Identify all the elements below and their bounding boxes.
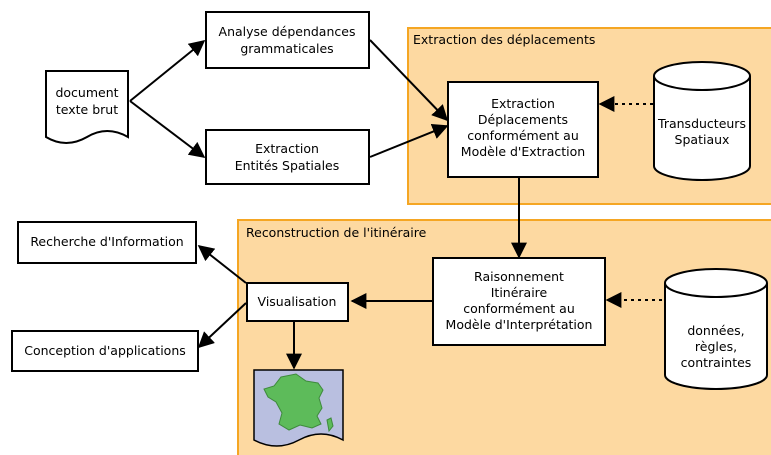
group-reconstruction-label: Reconstruction de l'itinéraire bbox=[246, 225, 427, 240]
arrow-visualisation-to-conception bbox=[197, 302, 247, 349]
node-analyse-line-1: Analyse dépendances bbox=[219, 24, 356, 39]
node-raisonnement: Raisonnement Itinéraire conformément au … bbox=[432, 257, 606, 346]
node-analyse: Analyse dépendances grammaticales bbox=[205, 11, 370, 69]
node-visualisation: Visualisation bbox=[246, 282, 349, 322]
node-raisonnement-line-4: Modèle d'Interprétation bbox=[446, 317, 593, 332]
node-extraction-deplacements: Extraction Déplacements conformément au … bbox=[447, 81, 599, 178]
node-document-line-1: document bbox=[55, 85, 118, 100]
node-donnees-line-1: données, bbox=[687, 323, 744, 338]
node-recherche-box bbox=[17, 221, 197, 264]
node-extraction-deplacements-line-4: Modèle d'Extraction bbox=[461, 144, 585, 159]
node-recherche: Recherche d'Information bbox=[17, 221, 197, 264]
node-document-line-2: texte brut bbox=[56, 102, 118, 117]
node-extraction-deplacements-line-3: conformément au bbox=[467, 128, 579, 143]
connectors bbox=[129, 39, 662, 370]
node-donnees: données, règles, contraintes bbox=[664, 268, 768, 390]
node-transducteurs-line-1: Transducteurs bbox=[657, 116, 746, 131]
node-visualisation-box bbox=[246, 282, 349, 322]
node-donnees-line-2: règles, bbox=[695, 339, 737, 354]
node-extraction-deplacements-line-2: Déplacements bbox=[478, 112, 568, 127]
group-extraction-label: Extraction des déplacements bbox=[413, 32, 595, 47]
france-shape bbox=[263, 373, 324, 431]
node-raisonnement-line-3: conformément au bbox=[463, 301, 575, 316]
database-icon bbox=[664, 268, 768, 390]
corsica-shape bbox=[326, 417, 334, 433]
arrow-document-to-analyse bbox=[129, 39, 206, 102]
node-visualisation-label: Visualisation bbox=[258, 294, 337, 309]
arrow-visualisation-to-recherche bbox=[197, 245, 247, 284]
arrow-analyse-to-extraction bbox=[369, 39, 449, 122]
node-entites-line-2: Entités Spatiales bbox=[235, 158, 340, 173]
node-donnees-line-3: contraintes bbox=[681, 355, 752, 370]
node-extraction-deplacements-box bbox=[447, 81, 599, 178]
node-conception-label: Conception d'applications bbox=[24, 343, 186, 358]
node-transducteurs: Transducteurs Spatiaux bbox=[653, 61, 751, 181]
node-entites-line-1: Extraction bbox=[255, 141, 319, 156]
node-raisonnement-line-1: Raisonnement bbox=[474, 269, 564, 284]
node-conception-box bbox=[11, 330, 199, 372]
node-entites-box bbox=[205, 129, 370, 185]
node-raisonnement-line-2: Itinéraire bbox=[491, 285, 548, 300]
france-map-icon bbox=[253, 369, 344, 447]
node-conception: Conception d'applications bbox=[11, 330, 199, 372]
node-raisonnement-box bbox=[432, 257, 606, 346]
database-icon bbox=[653, 61, 751, 181]
node-recherche-label: Recherche d'Information bbox=[30, 234, 183, 249]
node-analyse-box bbox=[205, 11, 370, 69]
document-icon bbox=[45, 70, 129, 144]
arrow-entites-to-extraction bbox=[369, 123, 449, 158]
node-analyse-line-2: grammaticales bbox=[240, 41, 333, 56]
node-entites: Extraction Entités Spatiales bbox=[205, 129, 370, 185]
node-extraction-deplacements-line-1: Extraction bbox=[491, 96, 555, 111]
arrow-document-to-entites bbox=[129, 100, 206, 158]
node-document: document texte brut bbox=[45, 70, 129, 144]
node-transducteurs-line-2: Spatiaux bbox=[675, 132, 730, 147]
